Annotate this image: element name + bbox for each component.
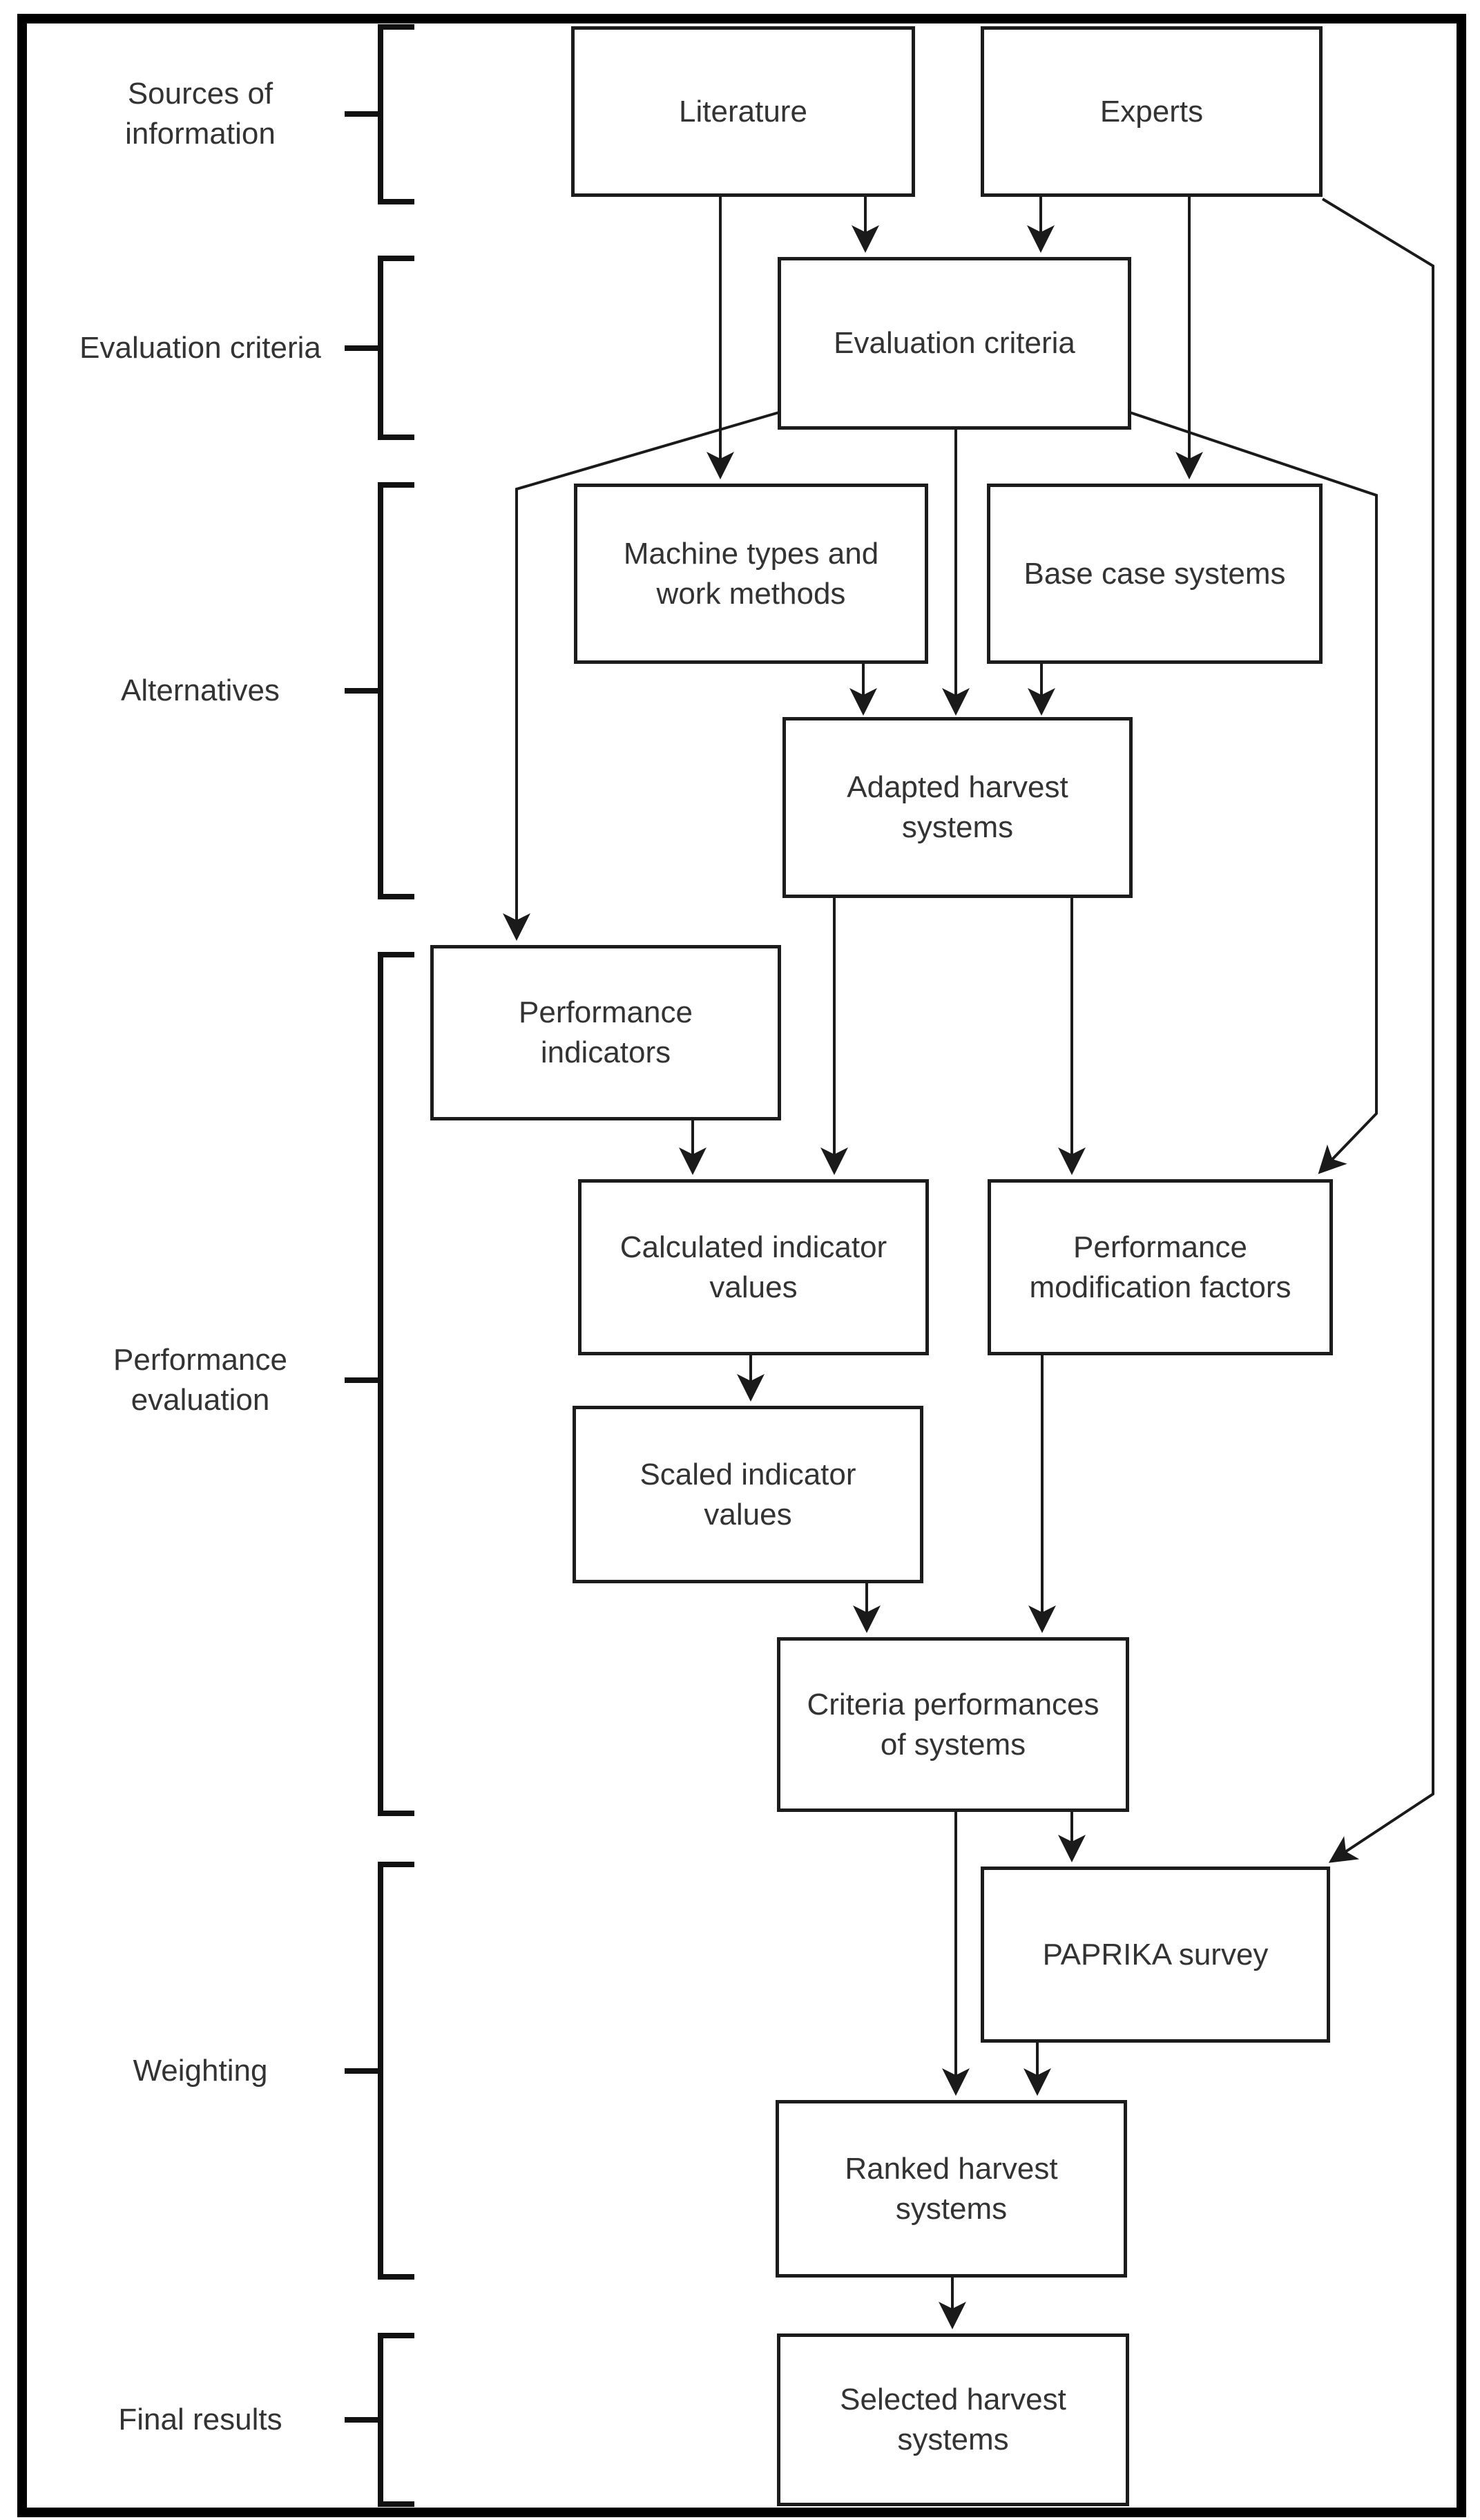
- box-evaluation-criteria: Evaluation criteria: [778, 257, 1131, 430]
- box-scaled-indicator-values: Scaled indicator values: [573, 1406, 923, 1583]
- box-calculated-indicator-values: Calculated indicator values: [578, 1179, 929, 1355]
- section-label-final-results: Final results: [118, 2403, 282, 2436]
- box-selected-harvest-systems: Selected harvest systems: [777, 2333, 1129, 2506]
- section-label-performance-evaluation: Performance evaluation: [113, 1343, 287, 1417]
- bracket-alternatives: [345, 482, 414, 899]
- box-performance-indicators: Performance indicators: [430, 945, 781, 1120]
- section-label-weighting: Weighting: [133, 2054, 268, 2088]
- bracket-performance-evaluation: [345, 952, 414, 1816]
- box-adapted-harvest-systems: Adapted harvest systems: [782, 717, 1133, 898]
- box-experts: Experts: [981, 26, 1323, 197]
- box-criteria-performances-of-systems: Criteria performances of systems: [777, 1637, 1129, 1812]
- page-border-frame: [17, 14, 1466, 2517]
- section-label-evaluation-criteria: Evaluation criteria: [79, 331, 321, 365]
- box-ranked-harvest-systems: Ranked harvest systems: [776, 2100, 1127, 2278]
- box-performance-modification-factors: Performance modification factors: [988, 1179, 1333, 1355]
- section-label-alternatives: Alternatives: [121, 674, 280, 707]
- box-base-case-systems: Base case systems: [987, 484, 1323, 664]
- bracket-weighting: [345, 1862, 414, 2280]
- bracket-evaluation-criteria: [345, 256, 414, 440]
- edge-evaluation-criteria-to-performance-modification: [1129, 411, 1378, 1174]
- bracket-sources: [345, 24, 414, 204]
- edge-evaluation-criteria-to-performance-indicators: [503, 411, 780, 941]
- edge-experts-to-paprika-survey: [1321, 198, 1434, 1863]
- bracket-final-results: [345, 2333, 414, 2507]
- box-literature: Literature: [571, 26, 915, 197]
- box-paprika-survey: PAPRIKA survey: [981, 1867, 1330, 2043]
- section-label-sources-of-information: Sources of information: [125, 77, 276, 151]
- box-machine-types-and-work-methods: Machine types and work methods: [574, 484, 928, 664]
